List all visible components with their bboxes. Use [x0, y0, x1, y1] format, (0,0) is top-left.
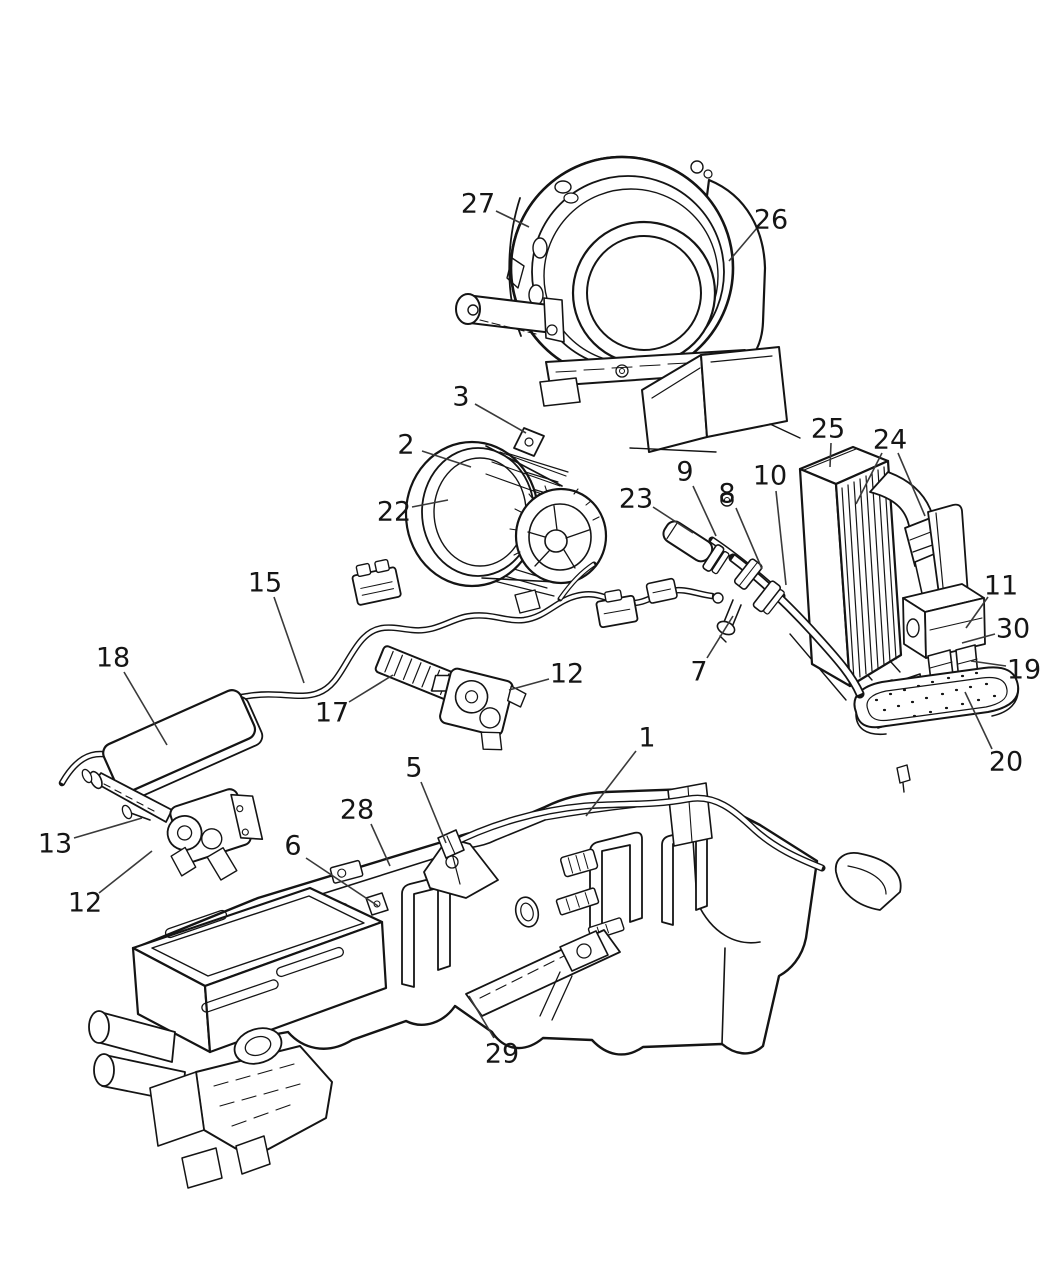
leader-line-7 — [706, 615, 734, 659]
callout-label-9: 9 — [676, 457, 693, 488]
callout-label-19: 19 — [1007, 655, 1041, 686]
leader-line-18 — [123, 671, 168, 746]
leader-line-28 — [370, 823, 391, 867]
leader-line-19 — [970, 660, 1007, 667]
callout-label-28: 28 — [340, 795, 374, 826]
callout-label-26: 26 — [754, 205, 788, 236]
leader-line-9 — [692, 485, 717, 537]
leader-line-15 — [273, 596, 305, 684]
callout-label-15: 15 — [248, 568, 282, 599]
blower-housing — [455, 155, 801, 507]
callout-label-1: 1 — [638, 723, 655, 754]
callout-label-3: 3 — [452, 382, 469, 413]
callout-label-8: 8 — [718, 479, 735, 510]
harness-connector — [595, 589, 639, 629]
blend-door-actuator-left — [121, 788, 264, 881]
callout-label-5: 5 — [405, 753, 422, 784]
callout-label-6: 6 — [284, 831, 301, 862]
callout-label-12: 12 — [550, 659, 584, 690]
leader-line-11 — [965, 596, 989, 629]
mode-door-actuator-right — [431, 667, 527, 751]
leader-line-26 — [728, 227, 758, 262]
leader-line-1 — [585, 750, 637, 817]
leader-line-20 — [964, 691, 993, 750]
leader-line-13 — [73, 817, 143, 839]
leader-line-23 — [652, 506, 694, 534]
leader-line-12 — [508, 678, 550, 691]
leader-line-6 — [305, 857, 379, 907]
callout-label-2: 2 — [397, 430, 414, 461]
leader-line-29 — [468, 995, 495, 1039]
ac-lines — [662, 520, 865, 699]
blower-motor-wheel — [404, 427, 608, 614]
leader-line-3 — [474, 403, 527, 434]
callout-label-7: 7 — [690, 657, 707, 688]
leader-line-17 — [348, 674, 394, 703]
evaporator-heater-assembly — [789, 445, 1020, 793]
leader-line-5 — [420, 781, 447, 844]
leader-line-24 — [897, 452, 926, 517]
callout-label-27: 27 — [461, 189, 495, 220]
leader-line-10 — [775, 490, 787, 586]
callout-label-23: 23 — [619, 484, 653, 515]
housing-tray — [88, 886, 388, 1189]
callout-label-13: 13 — [38, 829, 72, 860]
callout-label-29: 29 — [485, 1039, 519, 1070]
drain-tube — [437, 782, 902, 911]
actuator-cover — [102, 689, 264, 800]
callout-label-17: 17 — [315, 698, 349, 729]
leader-line-8 — [735, 507, 763, 570]
callout-label-30: 30 — [996, 614, 1030, 645]
leader-line-12 — [98, 850, 153, 894]
leader-line-27 — [495, 210, 530, 228]
callout-label-10: 10 — [753, 461, 787, 492]
leader-line-2 — [421, 450, 472, 468]
callout-label-11: 11 — [984, 571, 1018, 602]
callout-label-12: 12 — [68, 888, 102, 919]
leader-line-24 — [855, 452, 883, 505]
callout-label-25: 25 — [811, 414, 845, 445]
leader-line-25 — [829, 442, 832, 468]
harness-connector — [645, 577, 678, 604]
callout-label-18: 18 — [96, 643, 130, 674]
leader-line-30 — [961, 633, 996, 644]
leader-line-22 — [411, 499, 449, 508]
harness-connector — [351, 558, 402, 606]
callout-label-24: 24 — [873, 425, 907, 456]
callout-label-22: 22 — [377, 497, 411, 528]
callout-label-20: 20 — [989, 747, 1023, 778]
